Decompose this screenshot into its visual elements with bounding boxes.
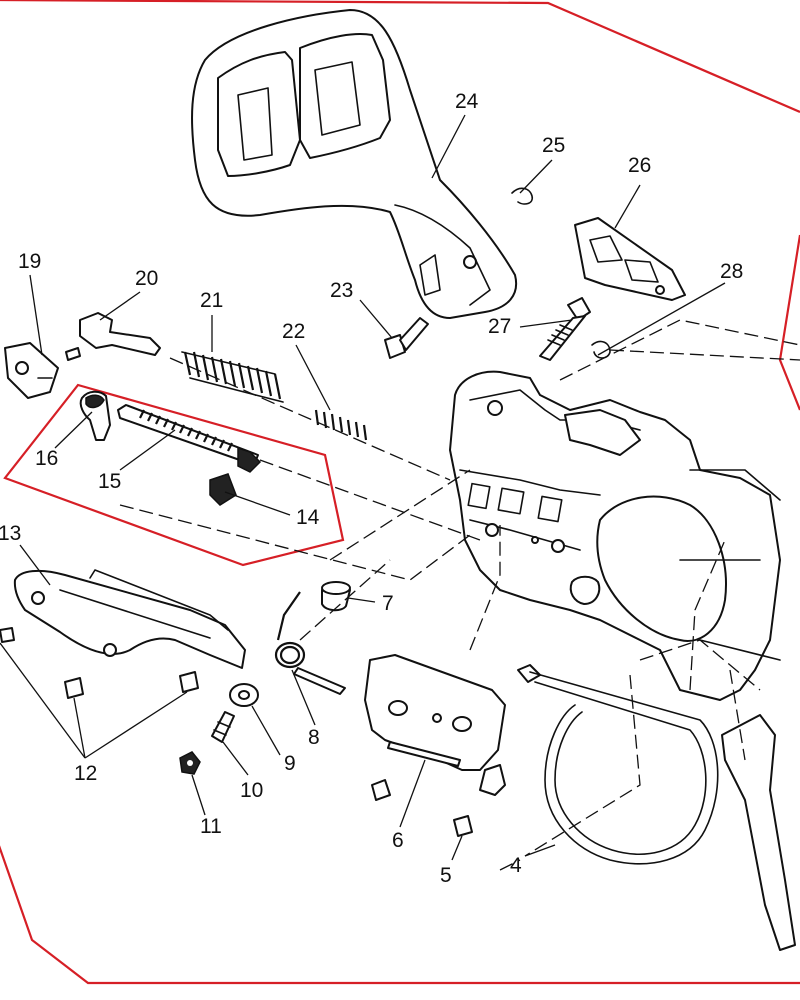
hand-guard-part-24: [191, 9, 518, 319]
callout-12: 12: [74, 762, 97, 785]
callout-15: 15: [98, 470, 121, 493]
spring-part-22: [314, 409, 368, 441]
nut-part-11: [179, 751, 201, 775]
outer-highlight-border-right: [778, 234, 800, 411]
small-pin-part-19a: [65, 347, 81, 361]
outer-highlight-border: [0, 0, 800, 114]
gear-part-14: [209, 473, 237, 506]
callout-6: 6: [392, 829, 404, 852]
callout-21: 21: [200, 289, 223, 312]
callout-7: 7: [382, 592, 394, 615]
spring-part-8: [274, 591, 346, 695]
clip-part-25: [511, 187, 534, 205]
brake-lever: [721, 714, 796, 951]
pin-part-23: [384, 317, 429, 359]
screws-part-12: [0, 627, 199, 699]
threaded-rod-part-15: [117, 404, 262, 473]
callout-26: 26: [628, 154, 651, 177]
callout-24: 24: [455, 90, 479, 113]
callout-13: 13: [0, 522, 21, 545]
side-plate-part-6: [364, 654, 506, 796]
callout-22: 22: [282, 320, 305, 343]
callout-28: 28: [720, 260, 743, 283]
callout-27: 27: [488, 315, 511, 338]
lever-part-19: [4, 342, 59, 399]
plate-part-26: [574, 217, 686, 301]
bolt-part-27: [539, 297, 591, 361]
stud-part-10: [211, 711, 235, 743]
callout-25: 25: [542, 134, 565, 157]
assembly-dashed-lines: [119, 319, 800, 871]
callout-11: 11: [200, 815, 222, 838]
callout-16: 16: [35, 447, 58, 470]
callout-14: 14: [296, 506, 320, 529]
callout-5: 5: [440, 864, 452, 887]
highlight-box-parts-14-16: [3, 383, 345, 567]
knob-part-16: [79, 390, 111, 441]
callout-20: 20: [135, 267, 158, 290]
brake-band-part-4: [517, 664, 719, 865]
callout-4: 4: [510, 854, 522, 877]
washer-part-9: [229, 683, 259, 707]
bushing-part-7: [321, 581, 351, 612]
leader-lines: [0, 114, 726, 861]
callout-23: 23: [330, 279, 353, 302]
outer-highlight-border-left: [0, 845, 800, 985]
screws-part-5: [371, 779, 473, 837]
callout-8: 8: [308, 726, 320, 749]
callout-19: 19: [18, 250, 41, 273]
callout-10: 10: [240, 779, 263, 802]
latch-part-20: [79, 312, 161, 356]
callout-9: 9: [284, 752, 296, 775]
clip-part-28: [591, 340, 611, 359]
callout-numbers: 24 25 26 28 27 23 19 20 21 22 16 15 14 1…: [0, 90, 743, 887]
crankcase-body: [449, 370, 781, 701]
cover-part-13: [13, 569, 246, 669]
spring-part-21: [181, 351, 284, 403]
